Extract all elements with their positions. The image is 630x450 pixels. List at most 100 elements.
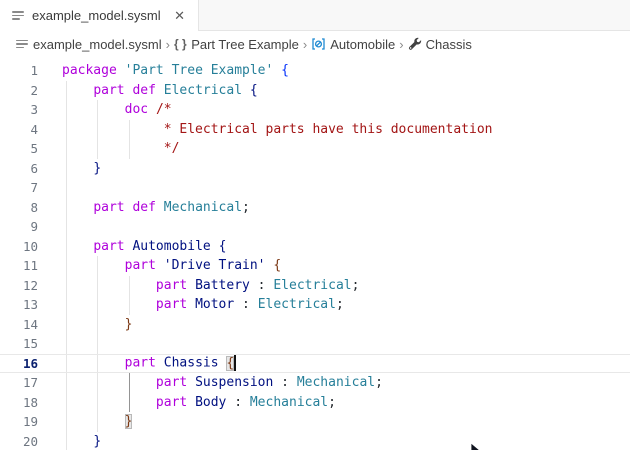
line-number: 8 — [30, 199, 38, 215]
tab-title: example_model.sysml — [32, 8, 161, 23]
code-line-content — [62, 178, 630, 198]
code-line[interactable]: 4 * Electrical parts have this documenta… — [0, 119, 630, 139]
code-token — [62, 278, 156, 293]
code-token: def — [132, 82, 156, 98]
code-line[interactable]: 14 } — [0, 314, 630, 334]
code-token: part — [155, 375, 188, 391]
indent-guide — [66, 256, 67, 276]
indent-guide — [66, 236, 67, 256]
indent-guide — [66, 100, 67, 120]
code-line-content: part Chassis { — [62, 354, 630, 372]
indent-guide — [66, 158, 67, 178]
code-line-content: */ — [62, 139, 630, 159]
code-token — [62, 414, 125, 429]
code-line[interactable]: 18 part Body : Mechanical; — [0, 392, 630, 412]
indent-guide — [66, 275, 67, 295]
code-token: 'Part Tree Example' — [124, 63, 274, 79]
breadcrumb-item-part-tree-example[interactable]: { }Part Tree Example — [174, 37, 299, 52]
line-number: 11 — [22, 258, 38, 274]
code-token: part — [155, 297, 188, 313]
indent-guide — [97, 334, 99, 354]
file-icon — [12, 9, 25, 22]
breadcrumb-label: example_model.sysml — [33, 36, 162, 52]
line-number: 7 — [30, 180, 38, 196]
code-token: part — [155, 277, 188, 293]
line-number: 3 — [30, 102, 38, 118]
code-line[interactable]: 5 */ — [0, 139, 630, 159]
code-token: Battery — [195, 277, 250, 293]
breadcrumb-item-chassis[interactable]: Chassis — [408, 37, 472, 52]
line-number: 17 — [22, 375, 38, 391]
code-token: package — [62, 63, 117, 79]
indent-guide — [128, 139, 130, 159]
code-line-content: part Body : Mechanical; — [62, 392, 630, 412]
code-line[interactable]: 7 — [0, 178, 630, 198]
line-number: 19 — [22, 414, 38, 430]
code-line-content: } — [62, 314, 630, 334]
code-token — [62, 258, 125, 273]
code-line[interactable]: 10 part Automobile { — [0, 236, 630, 256]
tab-example-model[interactable]: example_model.sysml ✕ — [0, 0, 199, 31]
code-line-content: } — [62, 431, 630, 450]
indent-guide — [66, 139, 67, 159]
code-line[interactable]: 2 part def Electrical { — [0, 80, 630, 100]
code-token — [156, 356, 164, 371]
code-token: Motor — [195, 297, 235, 313]
code-line-content: part def Mechanical; — [62, 197, 630, 217]
indent-guide — [66, 334, 67, 354]
indent-guide — [66, 354, 67, 372]
code-token: } — [124, 316, 133, 332]
breadcrumb-label: Part Tree Example — [191, 36, 299, 52]
code-token: { — [218, 238, 227, 254]
code-line[interactable]: 13 part Motor : Electrical; — [0, 295, 630, 315]
code-token — [62, 375, 156, 390]
breadcrumb: example_model.sysml›{ }Part Tree Example… — [0, 31, 630, 57]
line-number: 4 — [30, 121, 38, 137]
code-line[interactable]: 6 } — [0, 158, 630, 178]
indent-guide — [97, 412, 99, 432]
code-token: { — [226, 355, 235, 371]
code-line-content: } — [62, 158, 630, 178]
code-line[interactable]: 12 part Battery : Electrical; — [0, 275, 630, 295]
code-line[interactable]: 19 } — [0, 412, 630, 432]
indent-guide — [66, 392, 67, 412]
indent-guide — [66, 217, 67, 237]
code-token: */ — [163, 141, 180, 157]
chevron-right-icon: › — [302, 36, 308, 52]
chevron-right-icon: › — [399, 36, 404, 52]
code-token — [62, 297, 156, 312]
code-token: : — [273, 375, 297, 391]
indent-guide — [97, 275, 99, 295]
code-line[interactable]: 11 part 'Drive Train' { — [0, 256, 630, 276]
code-line[interactable]: 9 — [0, 217, 630, 237]
line-number: 9 — [30, 219, 38, 235]
code-token: Chassis — [163, 355, 219, 371]
code-token — [156, 258, 164, 273]
code-token: : — [249, 277, 274, 293]
breadcrumb-label: Chassis — [425, 36, 472, 52]
code-line[interactable]: 15 — [0, 334, 630, 354]
close-icon[interactable]: ✕ — [174, 8, 185, 23]
code-line-content: part Automobile { — [62, 236, 630, 256]
indent-guide — [97, 119, 99, 139]
code-token: : — [226, 394, 250, 410]
code-line[interactable]: 3 doc /* — [0, 100, 630, 120]
indent-guide — [97, 392, 99, 412]
code-line[interactable]: 17 part Suspension : Mechanical; — [0, 373, 630, 393]
code-line[interactable]: 16 part Chassis { — [0, 353, 630, 373]
code-line[interactable]: 20 } — [0, 431, 630, 450]
code-token: { — [273, 258, 282, 274]
breadcrumb-item-automobile[interactable]: Automobile — [311, 37, 395, 52]
code-line[interactable]: 8 part def Mechanical; — [0, 197, 630, 217]
code-line-content — [62, 217, 630, 237]
code-token: ; — [335, 297, 344, 313]
indent-guide — [97, 354, 99, 372]
code-token: part — [93, 82, 125, 98]
code-token: Electrical — [273, 277, 352, 293]
breadcrumb-item-example-model-sysml[interactable]: example_model.sysml — [16, 37, 162, 52]
code-token: 'Drive Train' — [163, 258, 266, 274]
code-token: part — [93, 199, 125, 215]
